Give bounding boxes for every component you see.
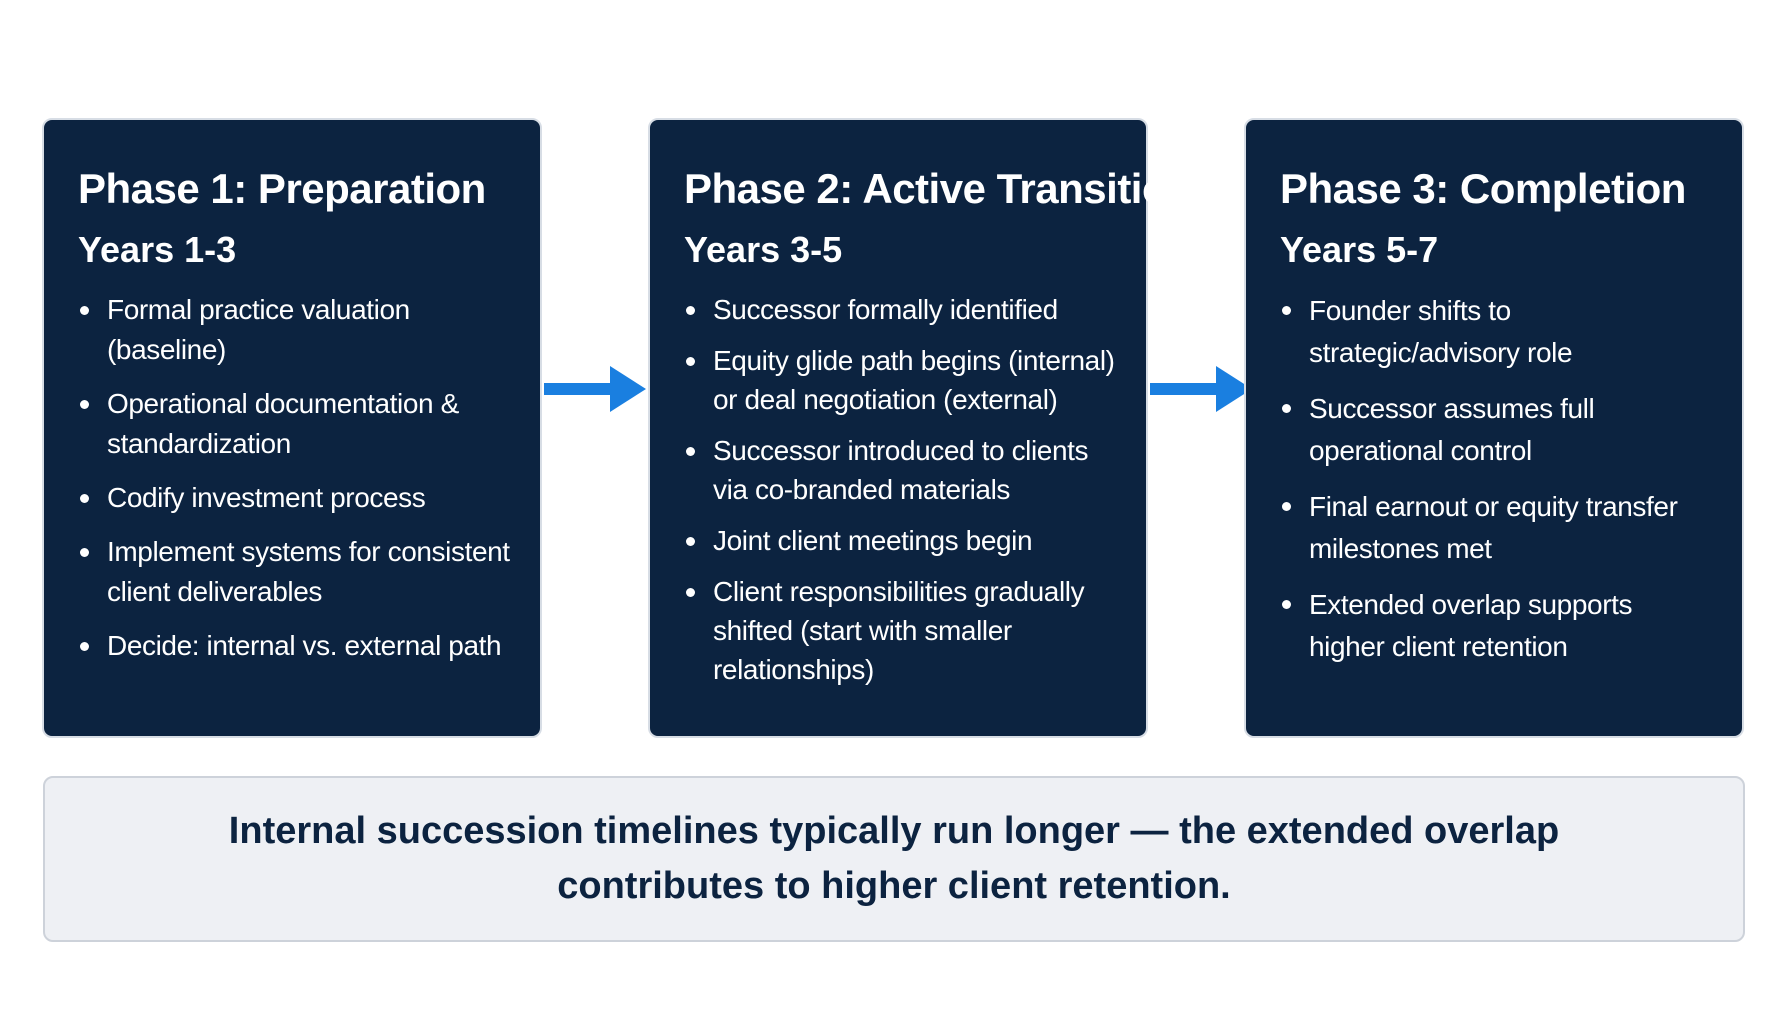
- list-item: Successor introduced to clients via co-b…: [684, 431, 1118, 509]
- phase-years: Years 3-5: [684, 229, 843, 270]
- list-item: Successor formally identified: [684, 290, 1118, 329]
- list-item-text: Joint client meetings begin: [713, 525, 1033, 556]
- list-item-text: Extended overlap supports higher client …: [1309, 589, 1633, 662]
- list-item: Extended overlap supports higher client …: [1280, 584, 1714, 668]
- phase-card-preparation: Phase 1: Preparation Years 1-3 Formal pr…: [42, 118, 542, 738]
- phase-list: Formal practice valuation (baseline) Ope…: [78, 290, 512, 666]
- list-item-text: Formal practice valuation (baseline): [107, 294, 410, 365]
- list-item-text: Successor introduced to clients via co-b…: [713, 435, 1089, 505]
- bullet-icon: [80, 642, 89, 651]
- bullet-icon: [1282, 502, 1291, 511]
- summary-text: Internal succession timelines typically …: [228, 810, 1560, 907]
- phase-card-active-transition: Phase 2: Active Transition Years 3-5 Suc…: [648, 118, 1193, 738]
- bullet-icon: [80, 548, 89, 557]
- phase-list: Successor formally identified Equity gli…: [684, 290, 1118, 689]
- list-item: Operational documentation & standardizat…: [78, 384, 512, 464]
- list-item-text: Equity glide path begins (internal) or d…: [713, 345, 1115, 415]
- bullet-icon: [1282, 404, 1291, 413]
- list-item-text: Successor assumes full operational contr…: [1309, 393, 1595, 466]
- phase-years: Years 5-7: [1280, 229, 1439, 270]
- list-item: Joint client meetings begin: [684, 521, 1118, 560]
- phase-card-completion: Phase 3: Completion Years 5-7 Founder sh…: [1244, 118, 1744, 738]
- list-item: Client responsibilities gradually shifte…: [684, 572, 1118, 689]
- phase-title: Phase 2: Active Transition: [684, 165, 1193, 212]
- list-item-text: Client responsibilities gradually shifte…: [713, 576, 1085, 685]
- arrow-right-icon: [544, 366, 646, 412]
- list-item: Final earnout or equity transfer milesto…: [1280, 486, 1714, 570]
- bullet-icon: [1282, 306, 1291, 315]
- bullet-icon: [80, 306, 89, 315]
- list-item-text: Operational documentation & standardizat…: [107, 388, 459, 459]
- list-item: Implement systems for consistent client …: [78, 532, 512, 612]
- list-item-text: Founder shifts to strategic/advisory rol…: [1309, 295, 1573, 368]
- list-item: Codify investment process: [78, 478, 512, 518]
- phase-list: Founder shifts to strategic/advisory rol…: [1280, 290, 1714, 668]
- arrow-right-icon: [1150, 366, 1252, 412]
- list-item-text: Decide: internal vs. external path: [107, 630, 502, 661]
- list-item-text: Codify investment process: [107, 482, 426, 513]
- list-item-text: Successor formally identified: [713, 294, 1058, 325]
- phase-title: Phase 1: Preparation: [78, 165, 486, 212]
- bullet-icon: [686, 588, 695, 597]
- list-item: Decide: internal vs. external path: [78, 626, 512, 666]
- bullet-icon: [686, 447, 695, 456]
- bullet-icon: [80, 494, 89, 503]
- bullet-icon: [686, 357, 695, 366]
- bullet-icon: [1282, 600, 1291, 609]
- list-item: Founder shifts to strategic/advisory rol…: [1280, 290, 1714, 374]
- summary-callout: Internal succession timelines typically …: [43, 776, 1745, 942]
- phase-years: Years 1-3: [78, 229, 237, 270]
- phase-title: Phase 3: Completion: [1280, 165, 1686, 212]
- list-item-text: Implement systems for consistent client …: [107, 536, 510, 607]
- list-item: Equity glide path begins (internal) or d…: [684, 341, 1118, 419]
- list-item-text: Final earnout or equity transfer milesto…: [1309, 491, 1678, 564]
- list-item: Formal practice valuation (baseline): [78, 290, 512, 370]
- list-item: Successor assumes full operational contr…: [1280, 388, 1714, 472]
- bullet-icon: [686, 537, 695, 546]
- bullet-icon: [80, 400, 89, 409]
- bullet-icon: [686, 306, 695, 315]
